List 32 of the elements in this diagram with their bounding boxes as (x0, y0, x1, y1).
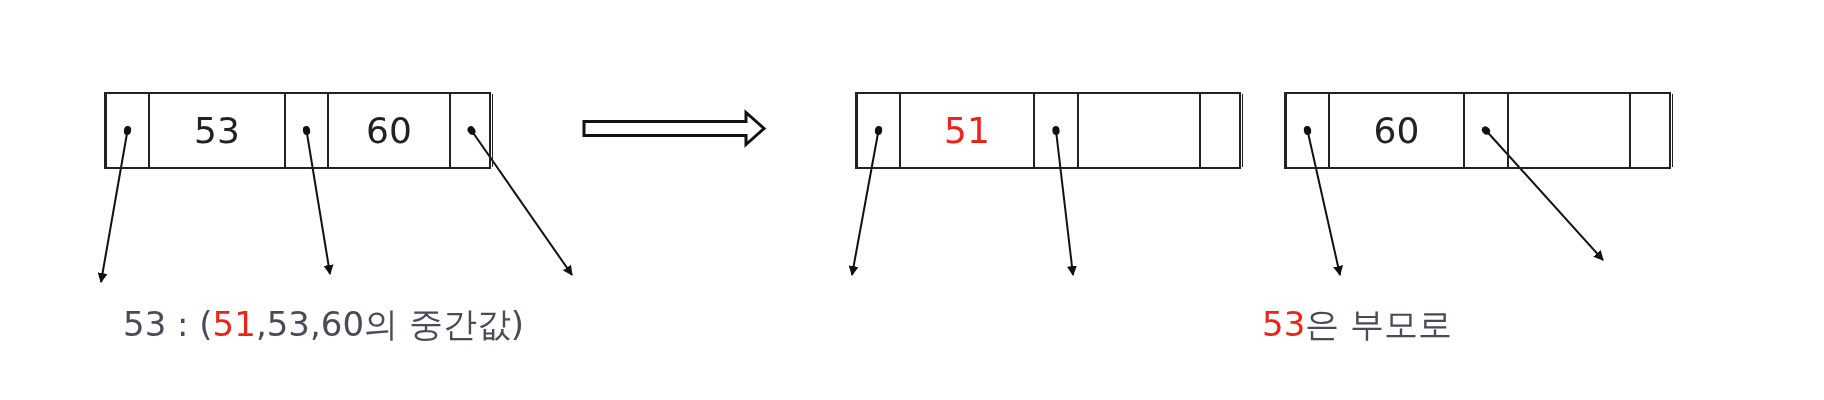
pointer-cell (285, 94, 328, 167)
node-record-box (855, 92, 1241, 169)
key-value: 60 (366, 110, 412, 151)
annotation-text: 53 : (51,53,60의 중간값) (123, 303, 525, 346)
pointer-arrow (1482, 126, 1604, 261)
key-value: 53 (194, 110, 240, 151)
pointer-cell (1200, 94, 1243, 167)
node-record-box (1284, 92, 1671, 169)
pointer-cell (450, 94, 493, 167)
pointer-arrow (1052, 126, 1077, 276)
pointer-cell (1034, 94, 1078, 167)
pointer-arrow (467, 126, 573, 276)
pointer-cell (1464, 94, 1508, 167)
key-cell (328, 94, 450, 167)
annotation-text: 53은 부모로 (1262, 303, 1453, 346)
pointer-cell (857, 94, 900, 167)
pointer-arrow (302, 126, 334, 275)
key-cell (1329, 94, 1464, 167)
pointer-arrow (1303, 126, 1343, 276)
pointer-arrow (97, 126, 132, 283)
pointer-cell (1286, 94, 1329, 167)
key-cell (149, 94, 285, 167)
key-value: 51 (944, 110, 990, 151)
node-record-box (104, 92, 491, 169)
pointer-cell (1508, 94, 1630, 167)
hollow-arrow (582, 109, 767, 148)
pointer-cell (1630, 94, 1673, 167)
pointer-arrow (848, 126, 883, 276)
key-cell (900, 94, 1034, 167)
pointer-cell (1078, 94, 1200, 167)
pointer-cell (106, 94, 149, 167)
key-value: 60 (1373, 110, 1420, 151)
